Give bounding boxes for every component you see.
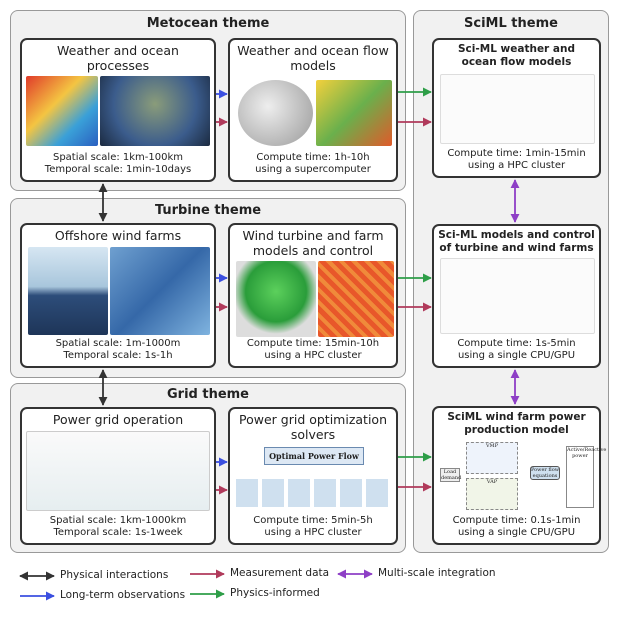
spatial-scale: Spatial scale: 1km-100km [52,152,184,163]
panel-title: Power grid optimization solvers [239,412,387,442]
weather-models-panel: Weather and ocean flow models Compute ti… [228,38,398,182]
wake-field-image [110,247,210,335]
vmp-net: VMP [466,442,518,474]
legend-physical: Physical interactions [60,569,169,581]
compute-resource: using a single CPU/GPU [457,350,576,361]
compute-resource: using a supercomputer [255,164,371,175]
floating-turbine-image [28,247,108,335]
temporal-scale: Temporal scale: 1s-1week [53,527,183,538]
compute-time: Compute time: 1s-5min [457,338,576,349]
panel-title: Sci-ML models and control of turbine and… [438,229,595,254]
neural-operator-image [440,74,595,144]
compute-time: Compute time: 1min-15min [447,148,586,159]
compute-time: Compute time: 0.1s-1min [452,515,581,526]
sciml-theme-title: SciML theme [464,16,558,31]
panel-title: Sci-ML weather and ocean flow models [458,43,575,68]
output-power-box: Active/Reactive power [566,446,606,508]
legend-observations: Long-term observations [60,589,186,601]
compute-resource: using a HPC cluster [264,350,362,361]
legend-multiscale: Multi-scale integration [378,567,496,579]
panel-title: Weather and ocean processes [57,43,179,73]
panel-title: Offshore wind farms [54,228,182,243]
compute-time: Compute time: 5min-5h [253,515,373,526]
metocean-theme-title: Metocean theme [146,16,270,31]
spatial-scale: Spatial scale: 1km-1000km [49,515,187,526]
grid-operation-panel: Power grid operation Spatial scale: 1km-… [20,407,216,545]
turbine-models-panel: Wind turbine and farm models and control… [228,223,398,368]
panel-title: Power grid operation [52,412,184,427]
sciml-turbine-panel: Sci-ML models and control of turbine and… [432,224,601,368]
flow-field-image [316,80,392,146]
electric-system-image [26,431,210,511]
panel-title: SciML wind farm power production model [447,411,586,436]
panel-title: Weather and ocean flow models [237,43,389,73]
globe-grid-image [238,80,313,146]
compute-resource: using a single CPU/GPU [457,527,576,538]
compute-time: Compute time: 15min-10h [246,338,380,349]
solver-methods [236,479,392,507]
sciml-weather-panel: Sci-ML weather and ocean flow models Com… [432,38,601,178]
farm-flow-image [318,261,394,337]
grid-solvers-panel: Power grid optimization solvers Optimal … [228,407,398,545]
power-flow-box: Power flow equations [530,466,560,480]
pinn-image [440,258,595,334]
offshore-panel: Offshore wind farms Spatial scale: 1m-10… [20,223,216,368]
globe-satellite-image [100,76,210,146]
weather-map-image [26,76,98,146]
legend-physics: Physics-informed [230,587,320,599]
legend-measurement: Measurement data [230,567,330,579]
spatial-scale: Spatial scale: 1m-1000m [55,338,181,349]
weather-processes-panel: Weather and ocean processes Spatial scal… [20,38,216,182]
temporal-scale: Temporal scale: 1s-1h [63,350,173,361]
panel-title: Wind turbine and farm models and control [242,228,384,258]
turbine-theme-title: Turbine theme [154,203,262,218]
compute-resource: using a HPC cluster [467,160,566,171]
opf-box: Optimal Power Flow [264,447,364,465]
temporal-scale: Temporal scale: 1min-10days [44,164,192,175]
sciml-power-panel: SciML wind farm power production model L… [432,406,606,545]
compute-time: Compute time: 1h-10h [256,152,370,163]
compute-resource: using a HPC cluster [264,527,362,538]
blade-mesh-image [236,261,316,337]
vap-net: VAP [466,478,518,510]
load-demand-box: Load demand [440,468,462,482]
grid-theme-title: Grid theme [166,387,250,402]
